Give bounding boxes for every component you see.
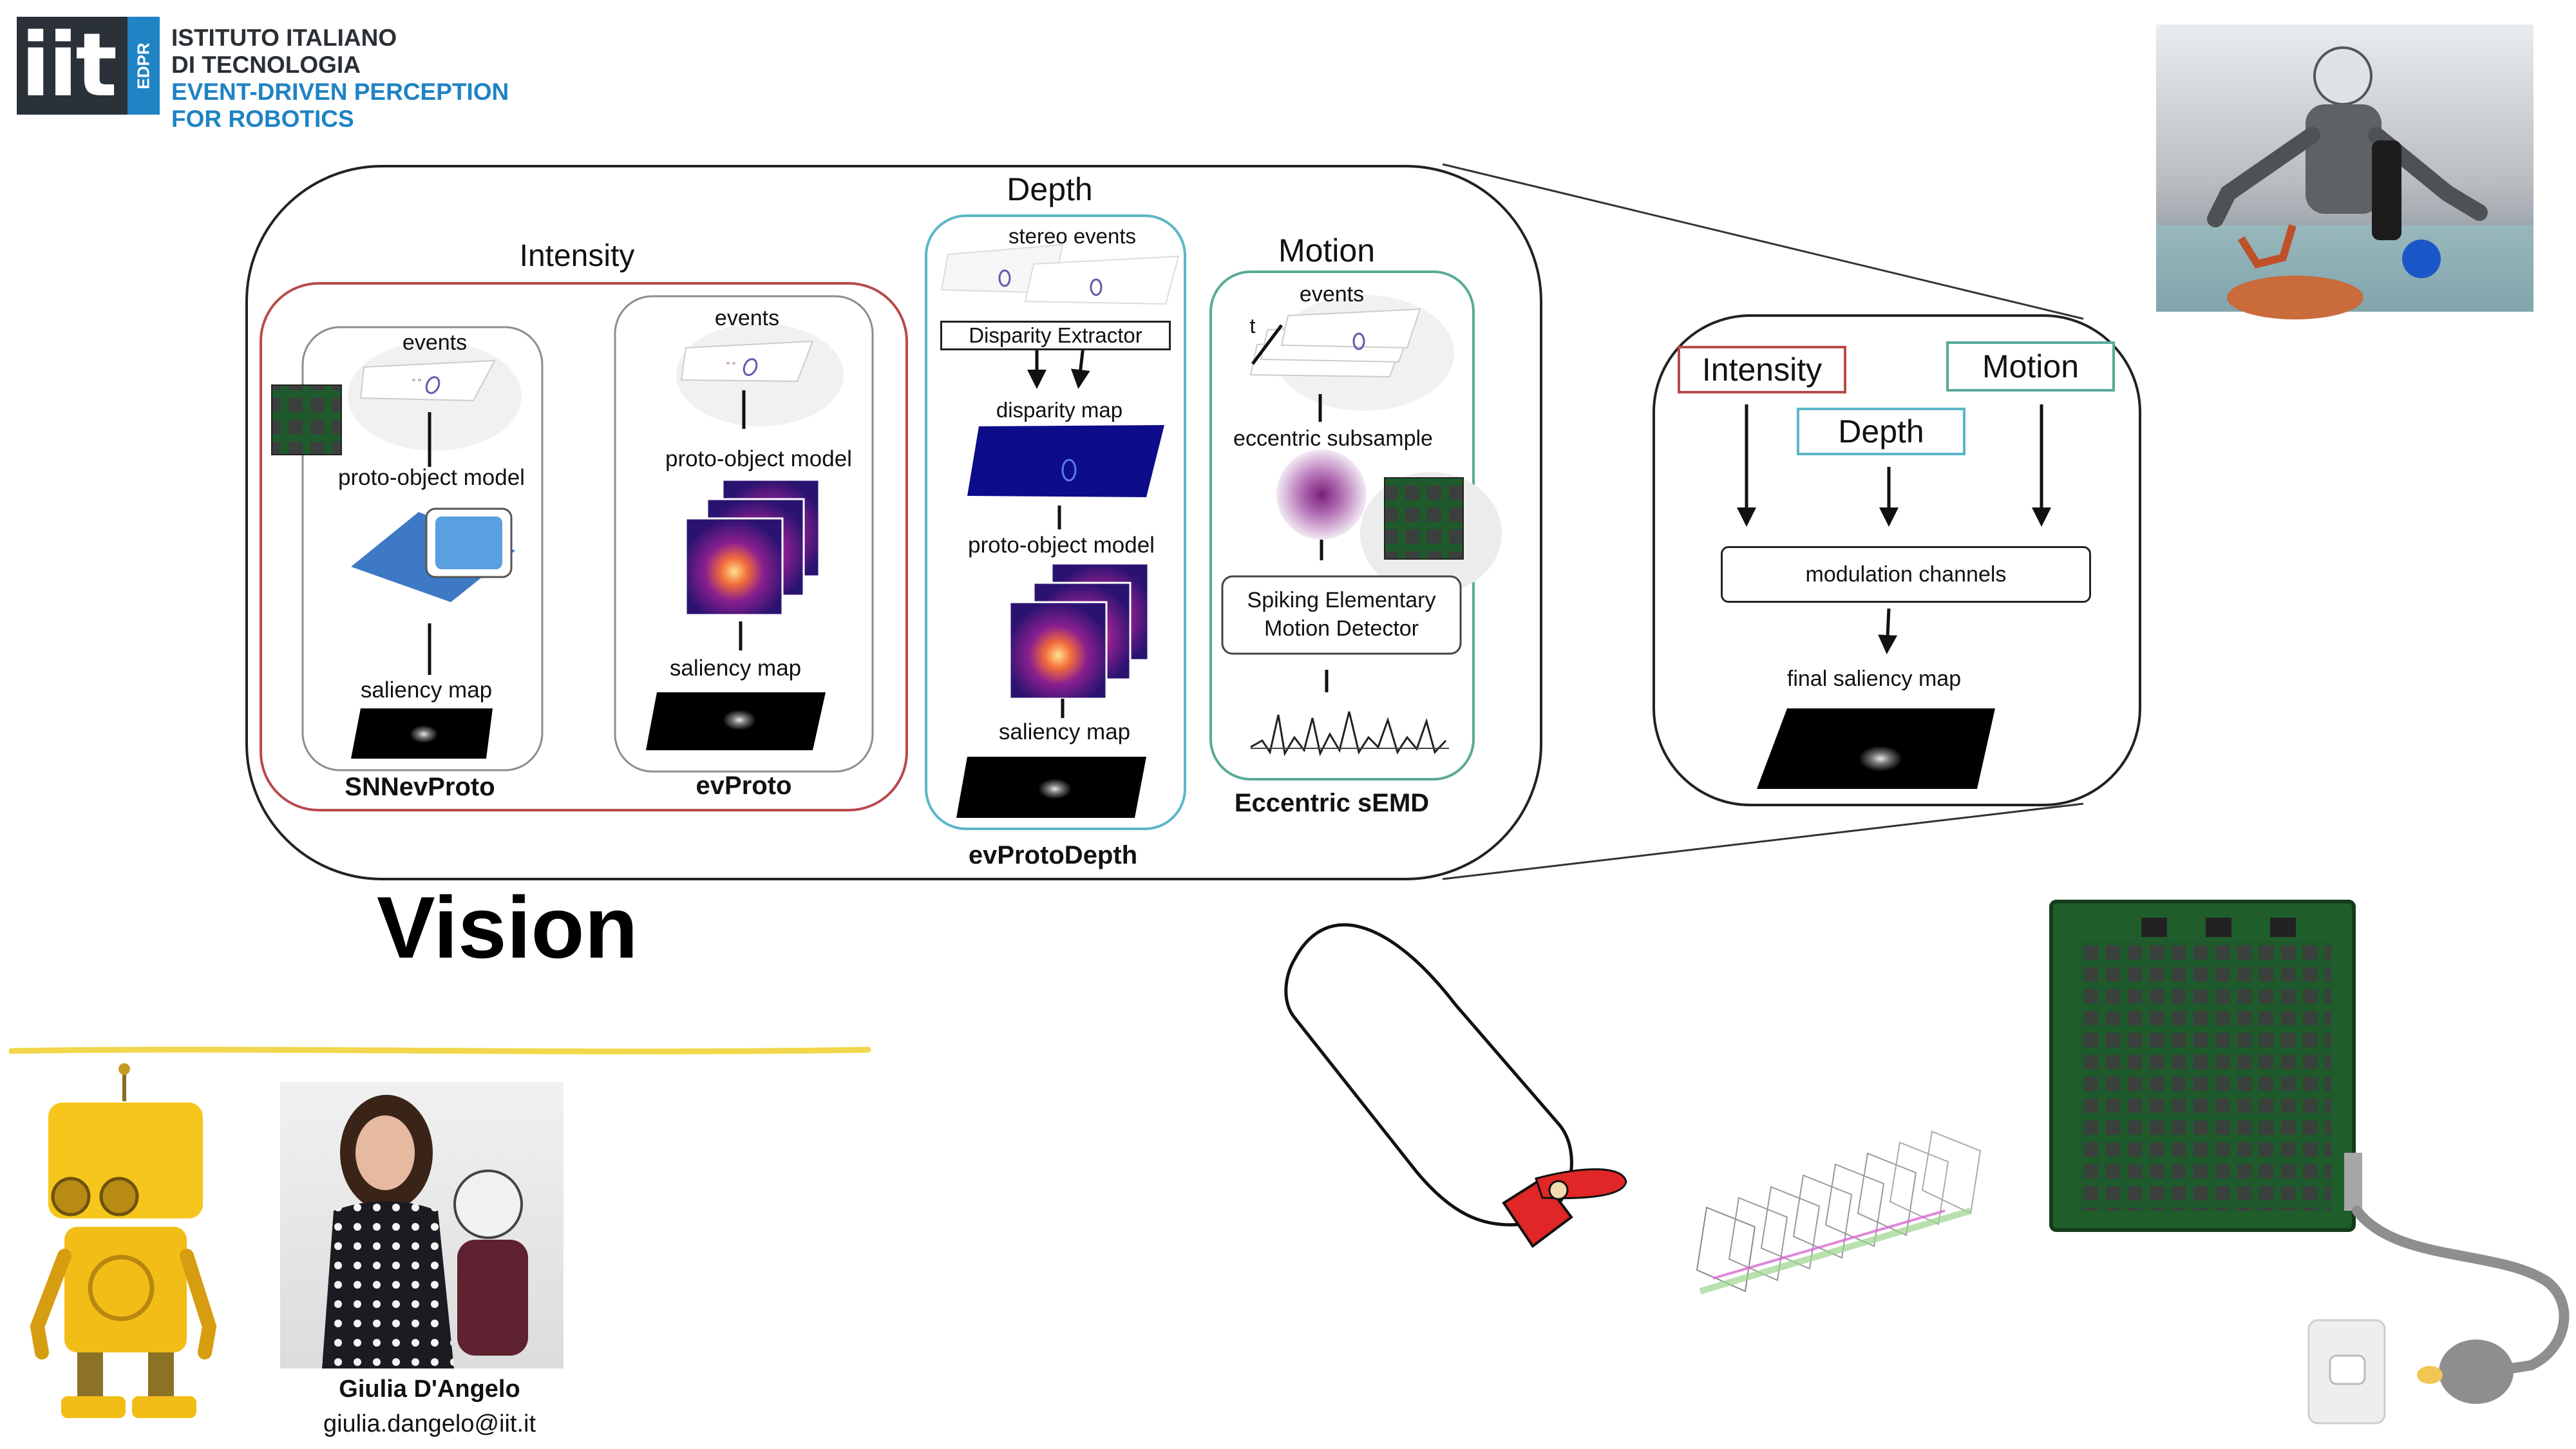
author-face <box>355 1115 415 1190</box>
stereo-events-label: stereo events <box>1008 224 1137 248</box>
depth-saliency-label: saliency map <box>998 719 1131 744</box>
stereo-right-mark <box>1090 278 1103 296</box>
motion-frame-1 <box>1280 308 1421 349</box>
final-saliency-label: final saliency map <box>1786 667 1962 691</box>
robot-eye-right <box>99 1177 139 1217</box>
snn-saliency-label: saliency map <box>360 677 493 703</box>
eccentric-semd-name: Eccentric sEMD <box>1234 789 1430 817</box>
final-saliency-spot <box>1859 746 1902 772</box>
author-polka-dress <box>322 1201 454 1368</box>
modulation-channels-box: modulation channels <box>1721 546 2091 603</box>
evproto-saliency-label: saliency map <box>669 656 802 681</box>
disparity-map-label: disparity map <box>996 398 1123 422</box>
summary-depth-box: Depth <box>1797 408 1965 455</box>
events-blob-mark <box>425 376 440 394</box>
icub-torso <box>2306 104 2382 214</box>
intensity-group-border <box>260 282 908 811</box>
trail-outline <box>1284 923 1573 1227</box>
snn-saliency-spot <box>410 725 438 743</box>
icub-left-arm <box>2207 127 2320 227</box>
org-name-line-3: EVENT-DRIVEN PERCEPTION <box>171 79 509 105</box>
evproto-saliency-spot <box>723 710 756 730</box>
depth-saliency-spot <box>1038 779 1072 799</box>
motion-spike-trace <box>1250 711 1447 757</box>
motion-chip-icon <box>1384 477 1464 560</box>
depth-arrow-right <box>1070 346 1090 389</box>
summary-intensity-box: Intensity <box>1678 346 1846 393</box>
sketch-event-trail <box>1284 923 1627 1248</box>
author-photo <box>280 1082 564 1368</box>
intensity-title: Intensity <box>519 239 635 273</box>
org-name-line-2: DI TECNOLOGIA <box>171 52 361 78</box>
svg-text:" ″: " ″ <box>412 377 421 387</box>
stereo-left-mark <box>998 269 1011 287</box>
event-trail-magenta <box>1712 1209 1946 1280</box>
zoom-connector-top <box>1442 163 2084 320</box>
org-name-line-4: FOR ROBOTICS <box>171 106 354 132</box>
snn-proto-label: proto-object model <box>338 465 525 490</box>
edpr-badge: EDPR <box>128 17 160 115</box>
small-icub-head <box>453 1170 523 1239</box>
motion-event-mark <box>1352 332 1365 350</box>
disparity-mark <box>1061 459 1077 482</box>
zoom-connector-bottom <box>1442 802 2084 880</box>
edpr-badge-text: EDPR <box>133 42 153 90</box>
summary-motion-box: Motion <box>1946 341 2115 392</box>
ping-pong-paddle <box>2227 276 2363 319</box>
robot-body <box>64 1227 187 1352</box>
motion-time-label: t <box>1249 314 1256 337</box>
evproto-pipeline: " ″ <box>646 323 844 750</box>
icub-head <box>2313 46 2372 106</box>
robot-chest-dial <box>88 1255 155 1321</box>
org-name-line-1: ISTITUTO ITALIANO <box>171 24 397 51</box>
evproto-proto-label: proto-object model <box>665 446 852 471</box>
socket-face <box>2329 1354 2366 1385</box>
blue-ball <box>2402 240 2441 278</box>
evproto-event-mark <box>743 358 758 376</box>
board-connector <box>2344 1153 2362 1211</box>
stereo-right-frame <box>1024 255 1180 305</box>
snn-events-label: events <box>402 330 468 355</box>
bottle <box>2372 140 2401 240</box>
power-plug <box>2439 1340 2514 1404</box>
event-trail-green <box>1699 1208 1972 1294</box>
evproto-events-label: events <box>714 306 780 330</box>
semd-label: Spiking Elementary Motion Detector <box>1227 580 1456 649</box>
toy-reindeer <box>2237 224 2297 269</box>
accent-line <box>8 1046 871 1055</box>
depth-layer-1 <box>1009 601 1108 700</box>
evproto-layer-1 <box>685 517 784 616</box>
motion-time-axis <box>1251 324 1283 365</box>
small-icub-body <box>457 1240 528 1356</box>
vision-title: Vision <box>377 878 638 976</box>
depth-title: Depth <box>1007 171 1093 207</box>
robot-eye-left <box>51 1177 91 1217</box>
snnevproto-pipeline: " ″ <box>271 341 522 759</box>
depth-proto-label: proto-object model <box>968 533 1155 558</box>
yellow-robot-illustration <box>30 1063 217 1418</box>
neuromorphic-chip-icon <box>271 384 342 455</box>
author-name: Giulia D'Angelo <box>339 1376 520 1403</box>
svg-text:" ″: " ″ <box>726 360 735 370</box>
evproto-name: evProto <box>696 772 792 800</box>
snnevproto-name: SNNevProto <box>345 773 495 801</box>
eccentric-subsample-label: eccentric subsample <box>1233 426 1433 451</box>
motion-title: Motion <box>1278 232 1376 269</box>
motion-events-label: events <box>1299 282 1365 307</box>
evprotodepth-name: evProtoDepth <box>968 841 1138 869</box>
plug-spark-icon <box>2417 1366 2443 1384</box>
snn-neuron-grid-fill <box>435 516 502 569</box>
icub-photo <box>2156 24 2533 319</box>
author-email: giulia.dangelo@iit.it <box>323 1410 536 1437</box>
spinnaker-board <box>2049 900 2362 1232</box>
disparity-extractor-box: Disparity Extractor <box>940 321 1171 350</box>
event-planes-stack <box>1696 1130 1982 1294</box>
depth-pipeline <box>940 243 1180 818</box>
eccentric-receptive-field <box>1276 450 1367 540</box>
summary-arrow-modulation <box>1878 608 1898 654</box>
trail-red-knob <box>1548 1180 1569 1200</box>
power-cable <box>2352 1206 2570 1376</box>
